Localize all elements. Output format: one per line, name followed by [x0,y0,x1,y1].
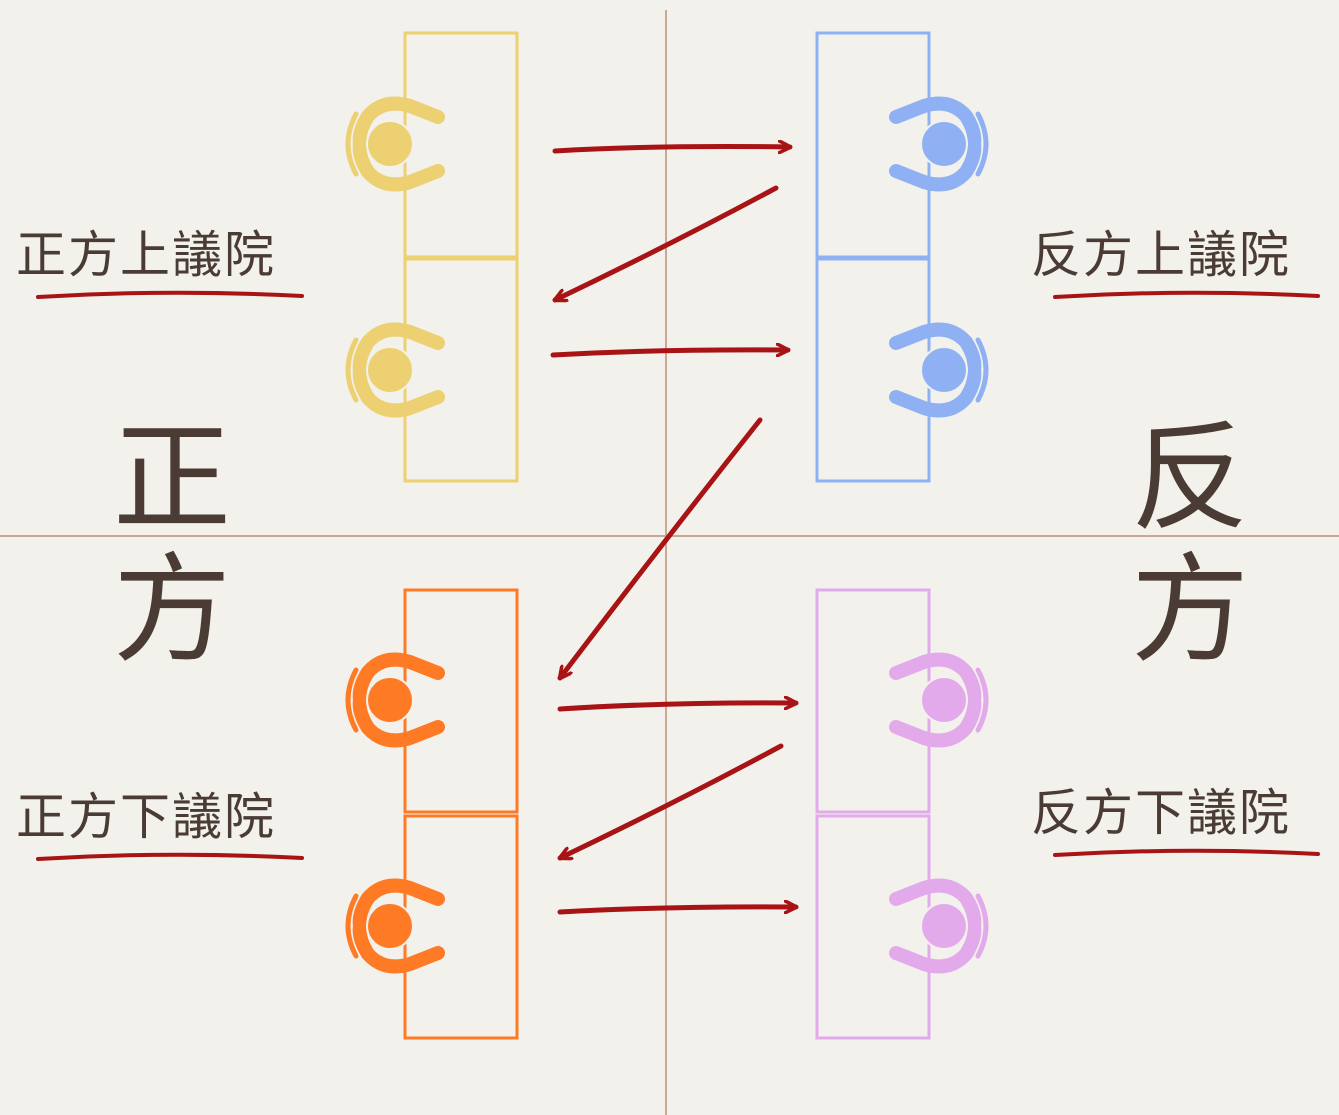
label-underlines [36,290,1320,861]
arrow-neg-lower1-to-aff-lower2 [560,743,784,861]
arrow-aff-lower2-to-neg-lower2 [557,907,799,915]
underline-neg-upper [1053,290,1320,299]
aff-upper-speaker-2-icon [345,322,445,418]
arrow-aff2-to-neg2 [550,350,791,358]
aff-lower-speaker-2-icon [345,878,445,974]
underline-aff-lower [36,852,304,861]
aff-upper-table [403,31,519,483]
neg-lower-speaker-1-icon [889,652,989,748]
label-neg-upper-house: 反方上議院 [1031,226,1291,284]
neg-upper-table [815,31,931,483]
label-aff-upper-house: 正方上議院 [16,226,276,284]
label-aff-lower-house: 正方下議院 [16,788,276,846]
arrow-neg2-to-aff-lower1 [557,417,763,678]
speaking-order-arrows [550,147,799,915]
label-negative-side: 反方 [1130,409,1249,679]
neg-upper-speaker-2-icon [889,322,989,418]
aff-lower-speaker-1-icon [345,652,445,748]
aff-upper-speaker-1-icon [345,96,445,192]
underline-aff-upper [36,290,304,299]
arrow-neg1-to-aff2 [555,185,779,303]
underline-neg-lower [1053,848,1320,857]
aff-lower-table [403,588,519,1040]
label-affirmative-side: 正方 [112,409,231,679]
neg-upper-speaker-1-icon [889,96,989,192]
neg-lower-speaker-2-icon [889,878,989,974]
neg-lower-table [815,588,931,1040]
arrow-aff-lower1-to-neg-lower1 [557,703,799,712]
label-neg-lower-house: 反方下議院 [1031,784,1291,842]
arrow-aff1-to-neg1 [552,147,793,152]
